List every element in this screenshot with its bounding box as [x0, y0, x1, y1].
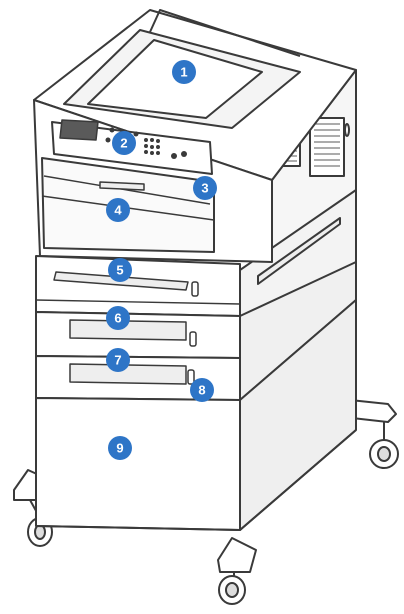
callout-number: 4: [114, 203, 122, 218]
callout-front-door: 4: [106, 198, 130, 222]
callout-number: 9: [116, 441, 123, 456]
callout-output-tray: 1: [172, 60, 196, 84]
callout-control-panel: 2: [112, 131, 136, 155]
callout-front-door-latch: 3: [193, 176, 217, 200]
callout-tray-2: 6: [106, 306, 130, 330]
callout-number: 7: [114, 353, 121, 368]
callout-paper-level-indicator: 8: [190, 378, 214, 402]
callout-number: 6: [114, 311, 121, 326]
tray-1-module: [36, 256, 240, 316]
callout-number: 3: [201, 181, 208, 196]
callout-number: 1: [180, 65, 187, 80]
callout-number: 8: [198, 383, 205, 398]
callout-tray-3: 7: [106, 348, 130, 372]
callout-cabinet: 9: [108, 436, 132, 460]
callout-number: 5: [116, 263, 123, 278]
callout-tray-1: 5: [108, 258, 132, 282]
callout-number: 2: [120, 136, 127, 151]
tray-2-module: [36, 312, 240, 358]
